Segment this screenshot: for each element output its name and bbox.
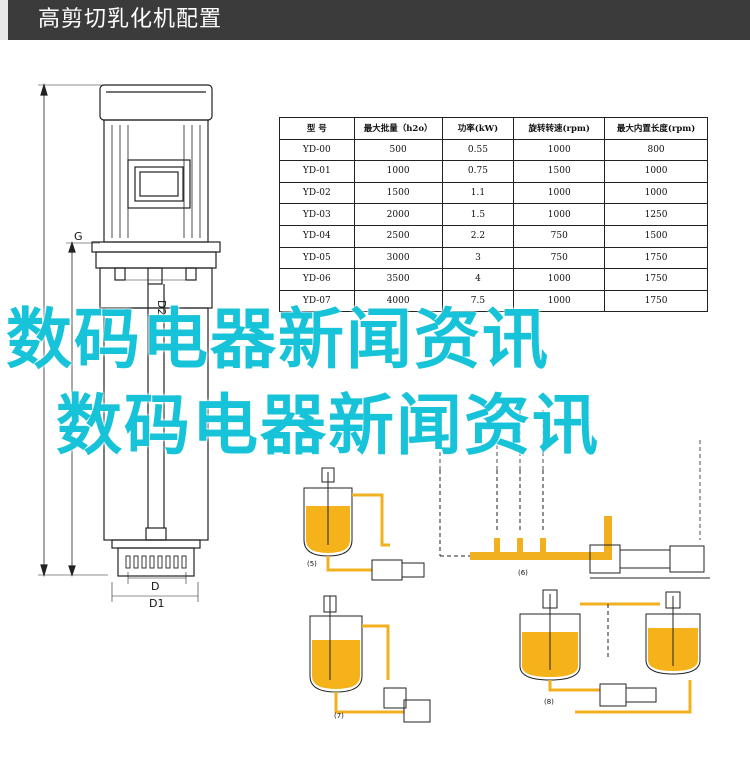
- label-g: G: [74, 230, 83, 243]
- cell-model: YD-04: [279, 224, 355, 248]
- label-fig5: (5): [307, 560, 317, 568]
- cell-power: 1.1: [441, 181, 515, 205]
- cell-power: 1.5: [441, 203, 515, 226]
- cell-length: 1750: [604, 289, 708, 313]
- cell-model: YD-01: [279, 160, 355, 183]
- cell-length: 1750: [604, 246, 708, 270]
- cell-length: 1000: [604, 160, 708, 183]
- cell-speed: 1000: [513, 203, 606, 226]
- table-row: YD-04 2500 2.2 750 1500: [279, 224, 708, 248]
- header-bar: 高剪切乳化机配置: [0, 0, 750, 40]
- cell-batch: 1500: [353, 181, 443, 205]
- label-fig6: (6): [518, 569, 528, 577]
- cell-power: 0.75: [441, 160, 515, 183]
- cell-batch: 500: [353, 138, 443, 162]
- page-title: 高剪切乳化机配置: [38, 7, 223, 32]
- table-row: YD-01 1000 0.75 1500 1000: [279, 160, 708, 183]
- label-d1: D1: [149, 597, 164, 610]
- cell-speed: 750: [513, 224, 606, 248]
- cell-length: 1750: [604, 268, 708, 291]
- process-diagram-5: [303, 467, 425, 581]
- cell-batch: 2500: [353, 224, 443, 248]
- cell-power: 0.55: [441, 138, 515, 162]
- cell-batch: 4000: [353, 289, 443, 313]
- cell-speed: 1000: [513, 268, 606, 291]
- drawing-svg: G D2 D D1 (5): [38, 82, 710, 723]
- spec-table: 型 号 最大批量（h2o） 功率(kW) 旋转转速(rpm) 最大内置长度(rp…: [279, 117, 708, 313]
- table-row: YD-03 2000 1.5 1000 1250: [279, 203, 708, 226]
- cell-power: 4: [441, 268, 515, 291]
- cell-length: 800: [604, 138, 708, 162]
- emulsifier-drawing: [38, 82, 221, 602]
- cell-batch: 3500: [353, 268, 443, 291]
- cell-length: 1250: [604, 203, 708, 226]
- cell-model: YD-00: [279, 138, 355, 162]
- cell-model: YD-05: [279, 246, 355, 270]
- label-fig8: (8): [544, 698, 554, 706]
- cell-speed: 1000: [513, 138, 606, 162]
- cell-speed: 750: [513, 246, 606, 270]
- label-d2: D2: [155, 300, 168, 315]
- cell-length: 1500: [604, 224, 708, 248]
- col-max-batch: 最大批量（h2o）: [353, 117, 443, 140]
- col-model: 型 号: [279, 117, 355, 140]
- watermark-line-2: 数码电器新闻资讯: [56, 387, 600, 464]
- cell-speed: 1000: [513, 181, 606, 205]
- header-accent: [0, 0, 8, 40]
- process-diagram-7: [309, 595, 431, 723]
- cell-power: 3: [441, 246, 515, 270]
- table-row: YD-06 3500 4 1000 1750: [279, 268, 708, 291]
- process-diagram-6: [439, 470, 710, 579]
- cell-speed: 1500: [513, 160, 606, 183]
- cell-model: YD-03: [279, 203, 355, 226]
- label-fig7: (7): [334, 712, 344, 720]
- table-row: YD-05 3000 3 750 1750: [279, 246, 708, 270]
- table-header-row: 型 号 最大批量（h2o） 功率(kW) 旋转转速(rpm) 最大内置长度(rp…: [279, 117, 708, 140]
- flow-lines: [439, 410, 701, 540]
- col-power: 功率(kW): [441, 117, 515, 140]
- cell-length: 1000: [604, 181, 708, 205]
- technical-drawing: G D2 D D1 (5): [0, 40, 750, 760]
- col-speed: 旋转转速(rpm): [513, 117, 606, 140]
- cell-batch: 1000: [353, 160, 443, 183]
- cell-batch: 3000: [353, 246, 443, 270]
- cell-power: 2.2: [441, 224, 515, 248]
- label-d: D: [151, 580, 159, 593]
- cell-model: YD-02: [279, 181, 355, 205]
- table-row: YD-02 1500 1.1 1000 1000: [279, 181, 708, 205]
- cell-model: YD-06: [279, 268, 355, 291]
- col-max-length: 最大内置长度(rpm): [604, 117, 708, 140]
- table-row: YD-00 500 0.55 1000 800: [279, 138, 708, 162]
- process-diagram-8: [519, 589, 701, 714]
- watermark-line-1: 数码电器新闻资讯: [6, 301, 550, 378]
- cell-batch: 2000: [353, 203, 443, 226]
- table-row: YD-07 4000 7.5 1000 1750: [279, 289, 708, 313]
